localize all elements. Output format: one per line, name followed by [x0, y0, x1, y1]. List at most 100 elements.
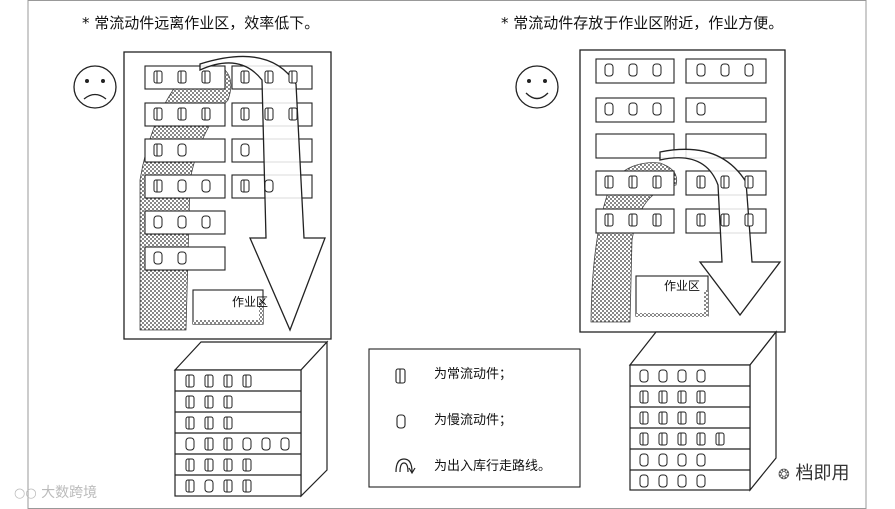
frequent-part-icon: [628, 175, 638, 189]
slow-part-icon: [185, 437, 195, 451]
frequent-part-icon: [628, 213, 638, 227]
legend-label-slow: 为慢流动件；: [434, 413, 513, 428]
slow-part-icon: [261, 437, 271, 451]
frequent-part-icon: [696, 213, 706, 227]
right-route-arrow: [659, 148, 782, 317]
left-route-arrow: [199, 55, 326, 332]
slow-part-icon: [153, 215, 163, 229]
frequent-part-icon: [677, 411, 687, 425]
frequent-part-icon: [223, 416, 233, 430]
frequent-part-icon: [652, 213, 662, 227]
slow-part-icon: [604, 102, 614, 116]
slow-part-icon: [677, 453, 687, 467]
frequent-part-icon: [696, 411, 706, 425]
slow-part-icon: [280, 437, 290, 451]
frequent-part-icon: [177, 70, 187, 84]
frequent-part-icon: [223, 458, 233, 472]
frequent-part-icon: [658, 432, 668, 446]
slow-part-icon: [696, 63, 706, 77]
slow-part-icon: [177, 215, 187, 229]
slow-part-icon: [201, 215, 211, 229]
frequent-part-icon: [715, 432, 725, 446]
slow-part-icon: [242, 437, 252, 451]
slow-part-icon: [628, 63, 638, 77]
frequent-part-icon: [677, 390, 687, 404]
slow-part-icon: [658, 474, 668, 488]
left-caption: * 常流动件远离作业区，效率低下。: [82, 14, 320, 32]
route-arrow-icon: [395, 458, 416, 475]
left-work-area-label: 作业区: [232, 295, 269, 309]
frequent-part-icon: [242, 374, 252, 388]
wechat-icon: ❂: [778, 467, 790, 483]
slow-part-icon: [720, 63, 730, 77]
frequent-part-icon: [696, 432, 706, 446]
left-panel: [73, 51, 332, 498]
frequent-part-icon: [658, 390, 668, 404]
slow-part-icon: [658, 453, 668, 467]
frequent-part-icon: [201, 107, 211, 121]
slow-part-icon: [696, 474, 706, 488]
frequent-part-icon: [677, 432, 687, 446]
right-work-area-label: 作业区: [664, 279, 701, 293]
frequent-part-icon: [177, 107, 187, 121]
slow-part-icon: [639, 453, 649, 467]
watermark-left: ○○ 大数跨境: [14, 482, 97, 502]
frequent-part-icon: [639, 390, 649, 404]
slow-part-icon: [264, 179, 274, 193]
slow-part-icon: [696, 102, 706, 116]
slow-part-icon: [604, 63, 614, 77]
frequent-part-icon: [201, 70, 211, 84]
frequent-part-icon: [204, 395, 214, 409]
watermark-left-text: 大数跨境: [41, 485, 98, 501]
legend: [368, 348, 581, 488]
watermark-right: ❂ 档即用: [778, 459, 849, 485]
slow-part-icon: [652, 63, 662, 77]
frequent-part-icon: [153, 107, 163, 121]
frequent-part-icon: [696, 175, 706, 189]
frequent-part-icon: [242, 479, 252, 493]
frequent-part-icon: [204, 458, 214, 472]
slow-part-icon: [177, 251, 187, 265]
frequent-part-icon: [153, 179, 163, 193]
right-shelf-cube: [628, 330, 778, 492]
right-work-area: [635, 275, 709, 317]
frequent-part-icon: [652, 175, 662, 189]
slow-part-icon: [677, 369, 687, 383]
frequent-part-icon: [264, 70, 274, 84]
frequent-part-icon: [153, 143, 163, 157]
frequent-part-icon: [744, 213, 754, 227]
slow-part-icon: [696, 453, 706, 467]
legend-label-frequent: 为常流动件；: [434, 367, 513, 382]
frequent-part-icon: [696, 390, 706, 404]
frequent-part-icon: [185, 479, 195, 493]
frequent-part-icon: [223, 479, 233, 493]
frequent-part-icon: [288, 107, 298, 121]
slow-part-icon: [744, 63, 754, 77]
left-work-area: [192, 289, 264, 325]
sad-face-icon: [73, 65, 117, 109]
frequent-part-icon: [639, 411, 649, 425]
slow-part-icon: [153, 251, 163, 265]
frequent-part-icon: [204, 374, 214, 388]
slow-part-icon: [201, 179, 211, 193]
watermark-left-logo-icon: ○○: [14, 486, 37, 501]
frequent-part-icon: [604, 175, 614, 189]
happy-face-icon: [515, 65, 559, 109]
frequent-part-icon: [288, 70, 298, 84]
legend-label-route: 为出入库行走路线。: [434, 459, 552, 474]
slow-part-icon: [628, 102, 638, 116]
frequent-part-icon: [223, 374, 233, 388]
slow-part-icon: [639, 369, 649, 383]
frequent-part-icon: [720, 175, 730, 189]
slow-part-icon: [652, 102, 662, 116]
slow-part-icon: [177, 179, 187, 193]
frequent-part-icon: [240, 107, 250, 121]
slow-part-icon: [639, 474, 649, 488]
right-caption: * 常流动件存放于作业区附近，作业方便。: [501, 14, 784, 32]
frequent-part-icon: [185, 395, 195, 409]
frequent-part-icon: [185, 374, 195, 388]
watermark-right-text: 档即用: [795, 463, 850, 484]
frequent-part-icon: [720, 213, 730, 227]
frequent-part-icon: [658, 411, 668, 425]
frequent-part-icon: [185, 416, 195, 430]
